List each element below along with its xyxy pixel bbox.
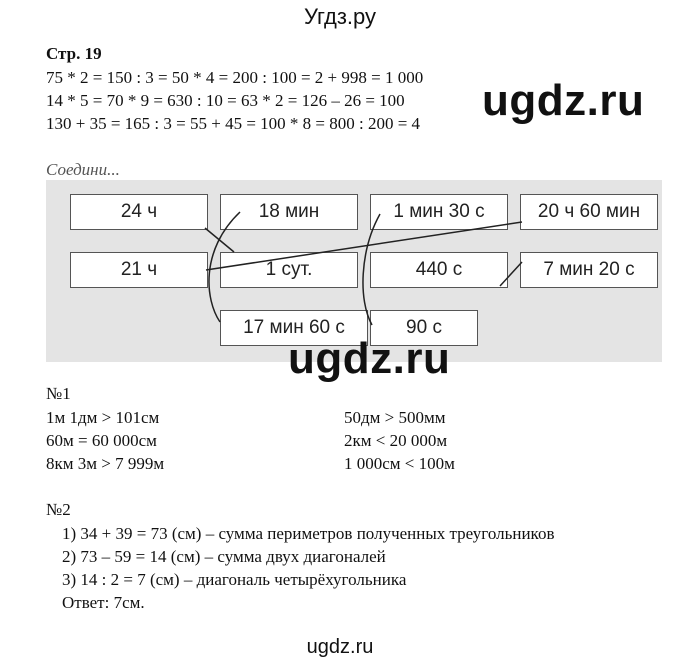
solution-step: 2) 73 – 59 = 14 (см) – сумма двух диагон… (62, 547, 386, 566)
box-17min-60s: 17 мин 60 с (220, 310, 368, 346)
task1-left-column: 1м 1дм > 101см 60м = 60 000см 8км 3м > 7… (46, 406, 164, 475)
comparison-item: 1м 1дм > 101см (46, 408, 160, 427)
chain-line-1: 75 * 2 = 150 : 3 = 50 * 4 = 200 : 100 = … (46, 68, 424, 87)
page-label: Стр. 19 (46, 44, 102, 63)
answer-line: Ответ: 7см. (62, 593, 145, 612)
connect-hint: Соедини... (46, 160, 120, 179)
comparison-item: 2км < 20 000м (344, 431, 448, 450)
task2-title: №2 (46, 500, 71, 519)
box-18min: 18 мин (220, 194, 358, 230)
box-24h: 24 ч (70, 194, 208, 230)
connector-1min30s-to-90s (362, 213, 381, 326)
chain-line-3: 130 + 35 = 165 : 3 = 55 + 45 = 100 * 8 =… (46, 114, 421, 133)
comparison-item: 50дм > 500мм (344, 408, 446, 427)
solution-step: 1) 34 + 39 = 73 (см) – сумма периметров … (62, 524, 555, 543)
watermark: ugdz.ru (482, 76, 645, 125)
chain-line-2: 14 * 5 = 70 * 9 = 630 : 10 = 63 * 2 = 12… (46, 91, 405, 110)
connector-18min-to-17min60s (208, 211, 241, 323)
box-20h-60min: 20 ч 60 мин (520, 194, 658, 230)
site-header: Угдз.ру (303, 4, 377, 29)
comparison-item: 1 000см < 100м (344, 454, 455, 473)
box-440s: 440 с (370, 252, 508, 288)
box-1min-30s: 1 мин 30 с (370, 194, 508, 230)
box-7min-20s: 7 мин 20 с (520, 252, 658, 288)
task1-title: №1 (46, 384, 71, 403)
site-footer: ugdz.ru (306, 636, 374, 658)
task2-steps: 1) 34 + 39 = 73 (см) – сумма периметров … (62, 522, 554, 614)
box-90s: 90 с (370, 310, 478, 346)
solution-step: 3) 14 : 2 = 7 (см) – диагональ четырёхуг… (62, 570, 407, 589)
connector-440s-to-7min20s (499, 261, 523, 287)
connector-21h-to-20h60min (205, 221, 523, 271)
comparison-item: 8км 3м > 7 999м (46, 454, 165, 473)
watermark: ugdz.ru (288, 334, 451, 383)
task1-right-column: 50дм > 500мм 2км < 20 000м 1 000см < 100… (344, 406, 455, 475)
comparison-item: 60м = 60 000см (46, 431, 157, 450)
